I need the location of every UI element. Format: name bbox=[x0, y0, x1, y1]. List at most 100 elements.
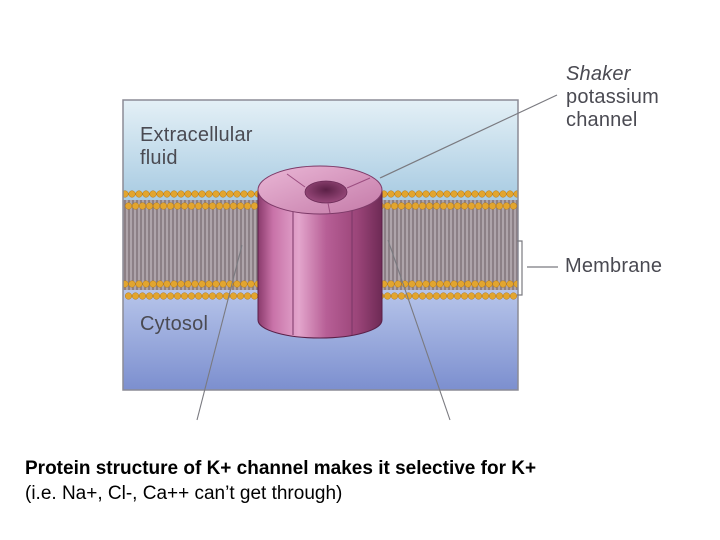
lipid-head bbox=[506, 280, 514, 288]
lipid-head bbox=[460, 292, 469, 300]
lipid-head bbox=[201, 202, 210, 210]
lipid-head bbox=[236, 202, 245, 210]
lipid-head bbox=[502, 292, 511, 300]
lipid-head bbox=[422, 190, 430, 198]
lipid-head bbox=[453, 292, 462, 300]
lipid-head bbox=[194, 202, 203, 210]
lipid-head bbox=[478, 190, 486, 198]
lipid-head bbox=[233, 280, 241, 288]
lipid-head bbox=[397, 202, 406, 210]
lipid-head bbox=[429, 280, 437, 288]
lipid-head bbox=[387, 190, 395, 198]
lipid-head bbox=[159, 202, 168, 210]
lipid-head bbox=[149, 280, 157, 288]
lipid-head bbox=[394, 280, 402, 288]
lipid-head bbox=[198, 190, 206, 198]
lipid-head bbox=[425, 292, 434, 300]
lipid-head bbox=[184, 280, 192, 288]
lipid-head bbox=[173, 292, 182, 300]
caption-line-1: Protein structure of K+ channel makes it… bbox=[25, 458, 537, 479]
lipid-head bbox=[443, 280, 451, 288]
lipid-head bbox=[250, 292, 259, 300]
lipid-head bbox=[474, 202, 483, 210]
lipid-head bbox=[240, 190, 248, 198]
lipid-head bbox=[453, 202, 462, 210]
extracellular-fluid-label: Extracellular fluid bbox=[140, 124, 253, 169]
lipid-head bbox=[142, 280, 150, 288]
lipid-head bbox=[170, 280, 178, 288]
lipid-head bbox=[142, 190, 150, 198]
lipid-head bbox=[128, 280, 136, 288]
lipid-head bbox=[145, 202, 154, 210]
lipid-head bbox=[450, 190, 458, 198]
lipid-head bbox=[401, 190, 409, 198]
channel-top-divider bbox=[286, 173, 306, 188]
caption: Protein structure of K+ channel makes it… bbox=[25, 456, 715, 506]
lipid-head bbox=[418, 202, 427, 210]
lipid-head bbox=[422, 280, 430, 288]
lipid-head bbox=[124, 292, 133, 300]
lipid-head bbox=[485, 280, 493, 288]
lipid-head bbox=[460, 202, 469, 210]
lipid-head bbox=[394, 190, 402, 198]
lipid-head bbox=[124, 202, 133, 210]
right-pointer-line bbox=[387, 239, 451, 421]
lipid-head bbox=[159, 292, 168, 300]
lipid-head bbox=[205, 190, 213, 198]
lipid-head bbox=[149, 190, 157, 198]
lipid-head bbox=[390, 292, 399, 300]
lipid-head bbox=[236, 292, 245, 300]
lipid-head bbox=[443, 190, 451, 198]
lipid-head bbox=[492, 190, 500, 198]
potassium-channel bbox=[257, 165, 383, 339]
channel-pore bbox=[304, 180, 348, 204]
lipid-head bbox=[123, 280, 129, 288]
lipid-head bbox=[177, 190, 185, 198]
lipid-head bbox=[408, 190, 416, 198]
lipid-head bbox=[404, 202, 413, 210]
lipid-head bbox=[170, 190, 178, 198]
lipid-head bbox=[432, 292, 441, 300]
lipid-head bbox=[502, 202, 511, 210]
lipid-head bbox=[485, 190, 493, 198]
lipid-head bbox=[135, 190, 143, 198]
lipid-head bbox=[411, 202, 420, 210]
lipid-head bbox=[201, 292, 210, 300]
lipid-head bbox=[488, 292, 497, 300]
lipid-head bbox=[194, 292, 203, 300]
lipid-head bbox=[250, 202, 259, 210]
lipid-head bbox=[436, 280, 444, 288]
lipid-head bbox=[513, 280, 518, 288]
lipid-head bbox=[163, 190, 171, 198]
lipid-head bbox=[180, 292, 189, 300]
lipid-head bbox=[247, 280, 255, 288]
diagram-frame bbox=[122, 99, 519, 391]
caption-line-2: (i.e. Na+, Cl-, Ca++ can’t get through) bbox=[25, 483, 343, 504]
lipid-head bbox=[446, 202, 455, 210]
lipid-head bbox=[233, 190, 241, 198]
lipid-head bbox=[464, 280, 472, 288]
cytosol-label: Cytosol bbox=[140, 313, 209, 335]
lipid-head bbox=[208, 202, 217, 210]
lipid-head bbox=[219, 280, 227, 288]
lipid-head bbox=[212, 280, 220, 288]
lipid-head bbox=[390, 202, 399, 210]
lipid-head bbox=[145, 292, 154, 300]
channel-label-rest: potassium channel bbox=[566, 86, 659, 131]
lipid-head bbox=[226, 190, 234, 198]
lipid-head bbox=[229, 292, 238, 300]
lipid-head bbox=[240, 280, 248, 288]
lipid-head bbox=[177, 280, 185, 288]
lipid-head bbox=[138, 292, 147, 300]
lipid-head bbox=[481, 292, 490, 300]
lipid-head bbox=[383, 292, 392, 300]
lipid-head bbox=[488, 202, 497, 210]
lipid-head bbox=[429, 190, 437, 198]
lipid-head bbox=[425, 202, 434, 210]
lipid-head bbox=[247, 190, 255, 198]
lipid-head bbox=[191, 280, 199, 288]
shaker-word: Shaker bbox=[566, 63, 631, 85]
lipid-head bbox=[467, 202, 476, 210]
lipid-head bbox=[509, 292, 518, 300]
membrane-bracket bbox=[517, 240, 523, 296]
